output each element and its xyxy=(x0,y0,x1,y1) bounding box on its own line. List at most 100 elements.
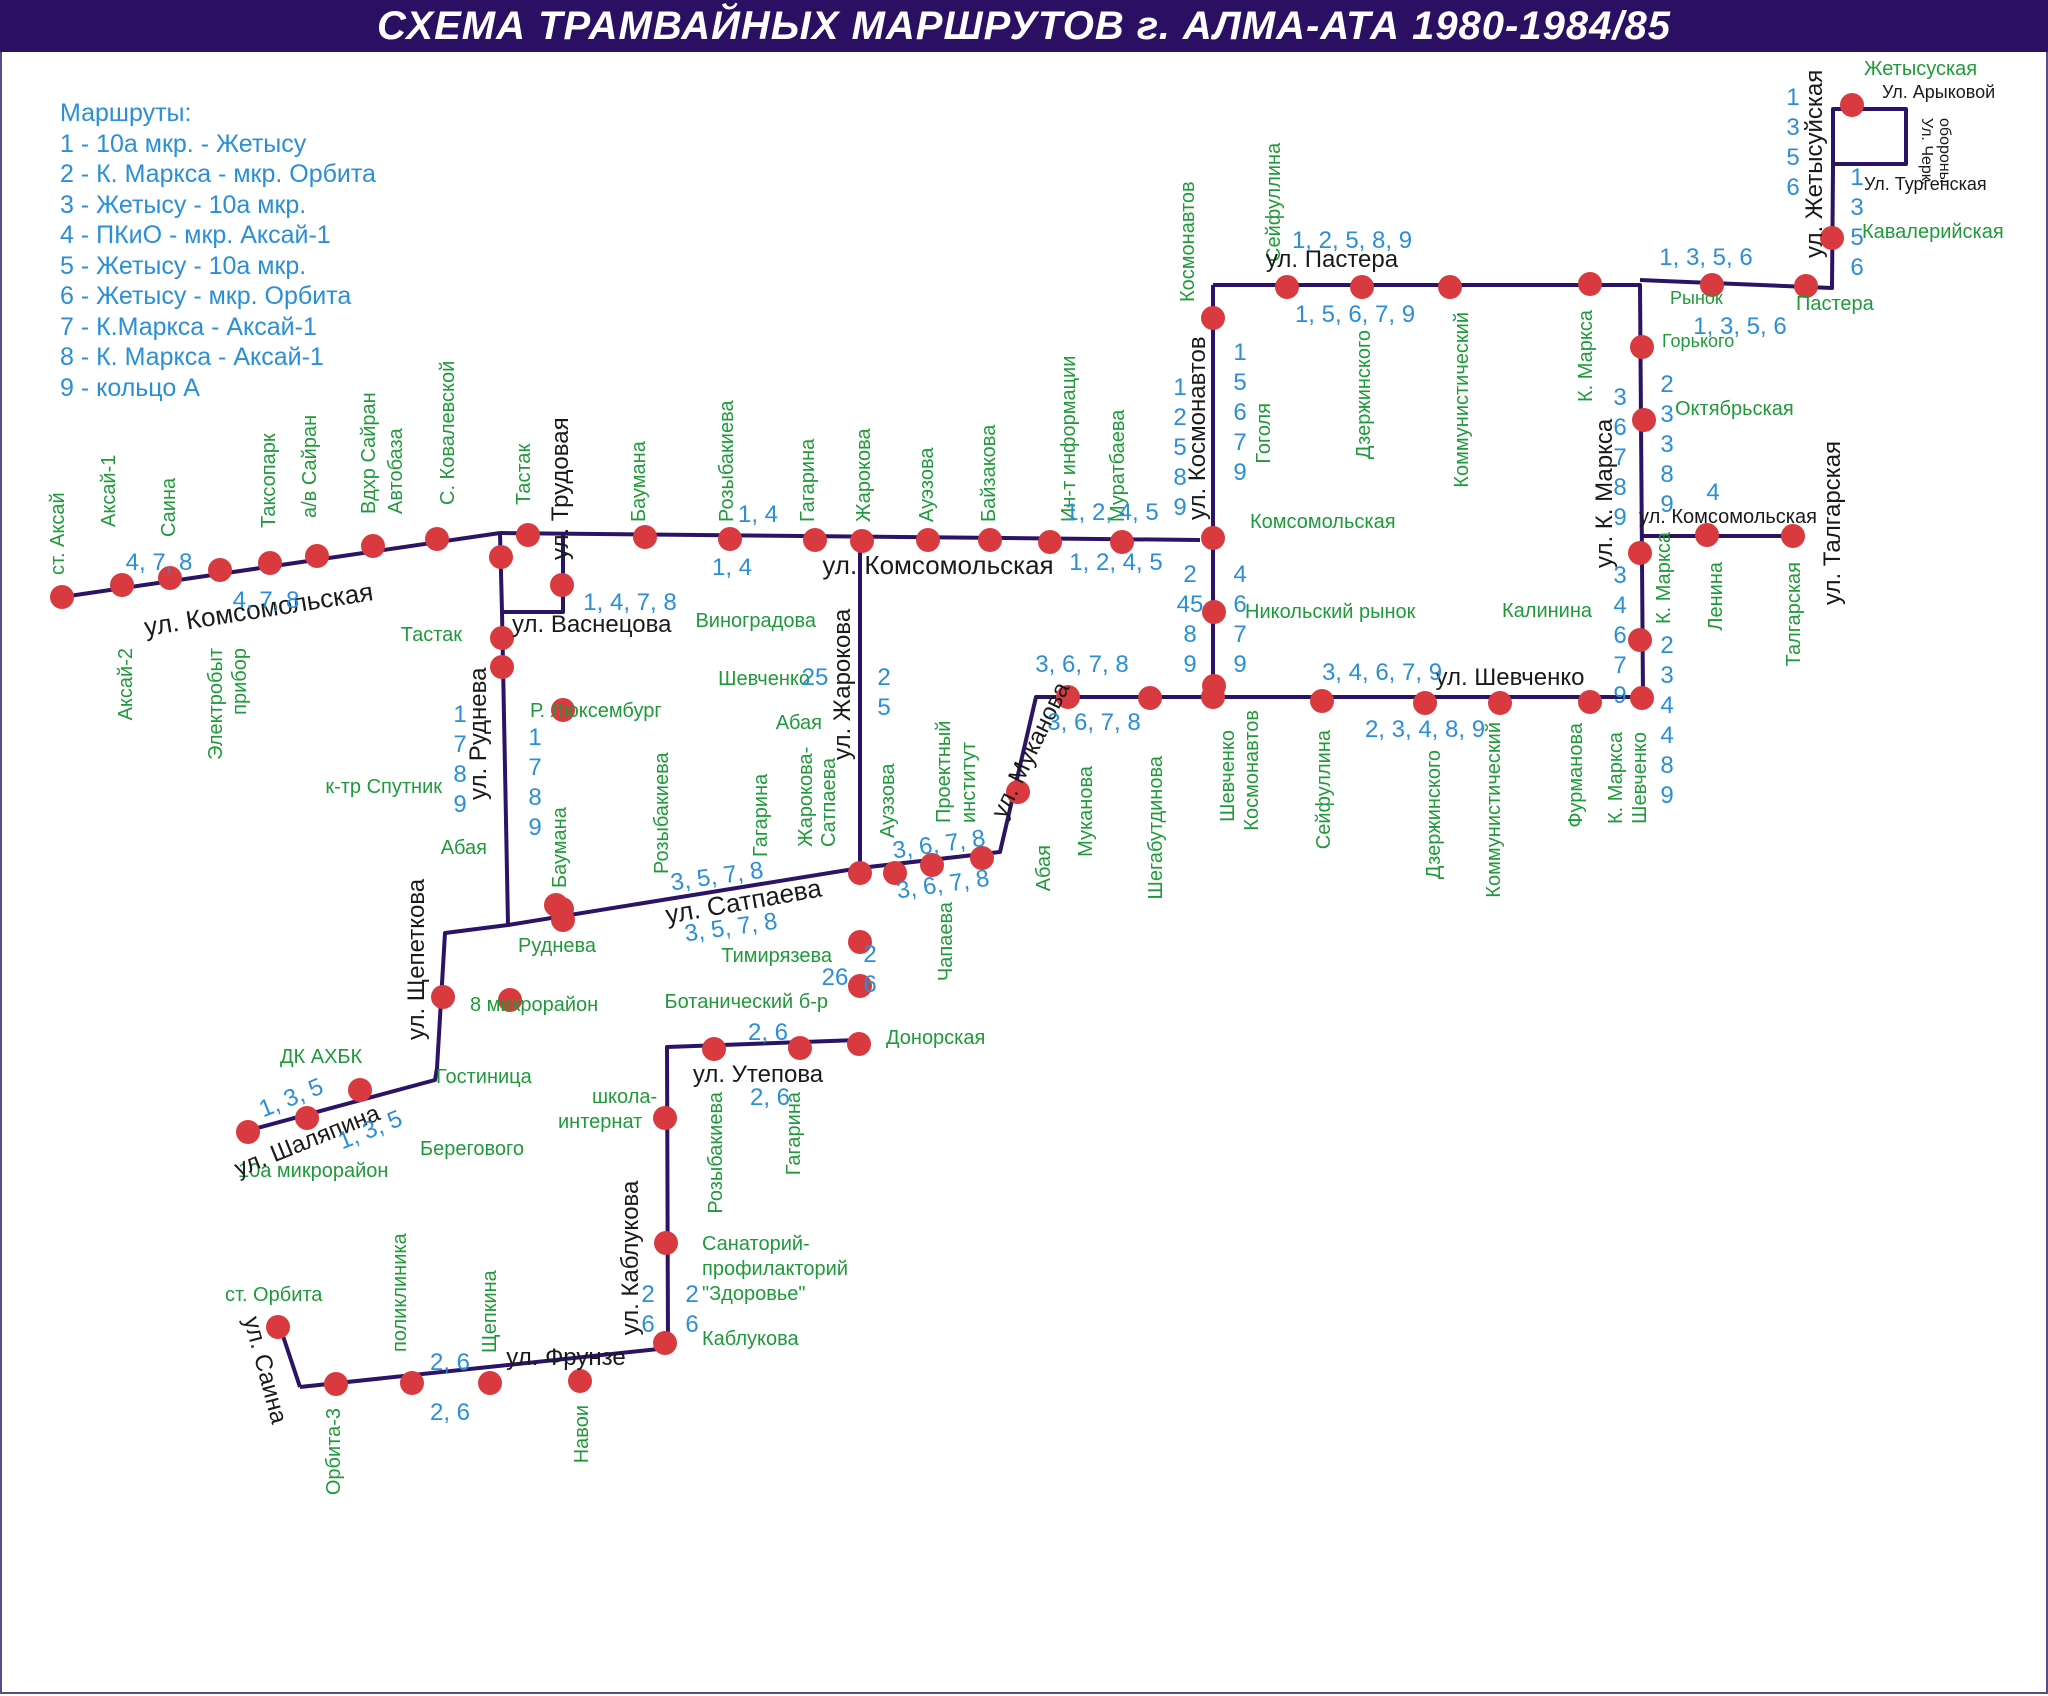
stop-marker-57 xyxy=(236,1120,260,1144)
stop-label: Берегового xyxy=(420,1138,524,1160)
stop-marker-3 xyxy=(158,566,182,590)
route-number-label: 1, 3, 5, 6 xyxy=(1659,244,1752,271)
legend-title: Маршруты: xyxy=(60,99,192,127)
stop-marker-31 xyxy=(1630,686,1654,710)
stop-marker-17 xyxy=(916,528,940,552)
route-number-label: 1, 5, 6, 7, 9 xyxy=(1295,301,1415,328)
stop-label: школа- xyxy=(592,1086,657,1108)
route-number-label: 3 xyxy=(1786,114,1799,141)
route-number-label: 7 xyxy=(1233,429,1246,456)
route-number-label: 5 xyxy=(1786,144,1799,171)
route-number-label: 2 xyxy=(877,664,890,691)
stop-marker-44 xyxy=(848,930,872,954)
route-number-label: 7 xyxy=(1613,444,1626,471)
stop-label: Тимирязева xyxy=(721,945,833,967)
stop-marker-14 xyxy=(718,527,742,551)
route-number-label: 1, 4 xyxy=(738,501,778,528)
stop-marker-19 xyxy=(1038,530,1062,554)
route-number-label: 3 xyxy=(1850,194,1863,221)
stop-label: Баумана xyxy=(549,806,571,888)
stop-marker-46 xyxy=(847,1032,871,1056)
stop-label: Жарокова xyxy=(853,427,875,522)
stop-marker-33 xyxy=(1488,691,1512,715)
street-label: ул. Жарокова xyxy=(829,608,856,760)
street-label: ул. Муканова xyxy=(986,677,1075,822)
street-label: ул. Щепеткова xyxy=(403,878,430,1040)
stop-label: Жарокова- xyxy=(795,747,817,847)
stop-label: Шевченко xyxy=(1217,730,1239,822)
stop-label: Кавалерийская xyxy=(1862,221,2004,243)
stop-marker-15 xyxy=(803,528,827,552)
route-number-label: 1 xyxy=(1850,164,1863,191)
stop-label: С. Ковалевской xyxy=(437,361,459,505)
stop-marker-4 xyxy=(208,558,232,582)
route-number-label: 4 xyxy=(1233,561,1246,588)
stop-marker-13 xyxy=(633,525,657,549)
stop-label: Сатпаева xyxy=(818,757,840,847)
route-number-label: 8 xyxy=(1660,752,1673,779)
route-number-label: 5 xyxy=(1173,434,1186,461)
stop-marker-16 xyxy=(850,529,874,553)
route-number-label: 3 xyxy=(1660,401,1673,428)
stop-marker-74 xyxy=(1781,524,1805,548)
stop-label: Жетысуская xyxy=(1864,58,1977,80)
stop-label: ст. Аксай xyxy=(47,492,69,575)
stop-marker-38 xyxy=(1056,685,1080,709)
route-number-label: 8 xyxy=(1613,474,1626,501)
route-number-label: 2 xyxy=(863,941,876,968)
legend-route-5: 5 - Жетысу - 10а мкр. xyxy=(60,251,307,280)
stop-label: Шегабутдинова xyxy=(1145,755,1167,899)
stop-marker-5 xyxy=(258,551,282,575)
stop-marker-45 xyxy=(848,974,872,998)
stop-label: Октябрьская xyxy=(1675,398,1794,420)
stop-marker-26 xyxy=(1578,272,1602,296)
route-number-label: 2, 6 xyxy=(430,1399,470,1426)
stop-label: Проектный xyxy=(933,721,955,823)
stop-marker-71 xyxy=(1794,274,1818,298)
stop-marker-22 xyxy=(1201,306,1225,330)
stop-label: Шевченко xyxy=(1629,732,1651,824)
tram-stops xyxy=(50,93,1864,1396)
stop-marker-35 xyxy=(1310,689,1334,713)
stop-label: 8 микрорайон xyxy=(470,994,598,1016)
stop-label: "Здоровье" xyxy=(702,1283,806,1305)
stop-label: Дзержинского xyxy=(1423,750,1445,879)
route-number-label: 2, 6 xyxy=(748,1019,788,1046)
stop-label: Горького xyxy=(1662,331,1734,351)
route-number-label: 4 xyxy=(1613,592,1626,619)
stop-marker-25 xyxy=(1438,275,1462,299)
street-label: ул. Космонавтов xyxy=(1184,336,1211,520)
stop-label: Розыбакиева xyxy=(651,752,673,874)
street-label: ул. Фрунзе xyxy=(506,1344,625,1371)
stop-label: Пастера xyxy=(1796,293,1875,315)
route-number-label: 3, 4, 6, 7, 9 xyxy=(1322,659,1442,686)
route-number-label: 4, 7, 8 xyxy=(233,587,300,614)
stop-label: Космонавтов xyxy=(1177,181,1199,302)
street-label: Ул. Арыковой xyxy=(1882,82,1995,102)
route-number-label: 5 xyxy=(1233,369,1246,396)
stop-marker-68 xyxy=(1202,674,1226,698)
stop-label: ДК АХБК xyxy=(280,1046,363,1068)
stop-marker-18 xyxy=(978,528,1002,552)
street-label: обороны xyxy=(1936,118,1953,183)
stop-marker-49 xyxy=(653,1106,677,1130)
stop-label: Комсомольская xyxy=(1250,511,1396,533)
stop-marker-42 xyxy=(883,861,907,885)
stop-label: Санаторий- xyxy=(702,1233,810,1255)
stop-marker-66 xyxy=(490,655,514,679)
route-number-label: 2 xyxy=(1660,371,1673,398)
stop-marker-50 xyxy=(654,1231,678,1255)
route-number-label: 8 xyxy=(528,784,541,811)
route-number-label: 1, 4 xyxy=(712,554,752,581)
stop-marker-23 xyxy=(1275,275,1299,299)
route-number-label: 6 xyxy=(1613,414,1626,441)
route-number-label: 1, 2, 4, 5 xyxy=(1065,499,1158,526)
stop-label: Коммунистический xyxy=(1451,312,1473,488)
street-label: ул. К. Маркса xyxy=(1591,418,1618,568)
legend-route-3: 3 - Жетысу - 10а мкр. xyxy=(60,190,307,219)
route-number-label: 8 xyxy=(1183,621,1196,648)
stop-marker-72 xyxy=(1700,273,1724,297)
stop-marker-20 xyxy=(1110,530,1134,554)
